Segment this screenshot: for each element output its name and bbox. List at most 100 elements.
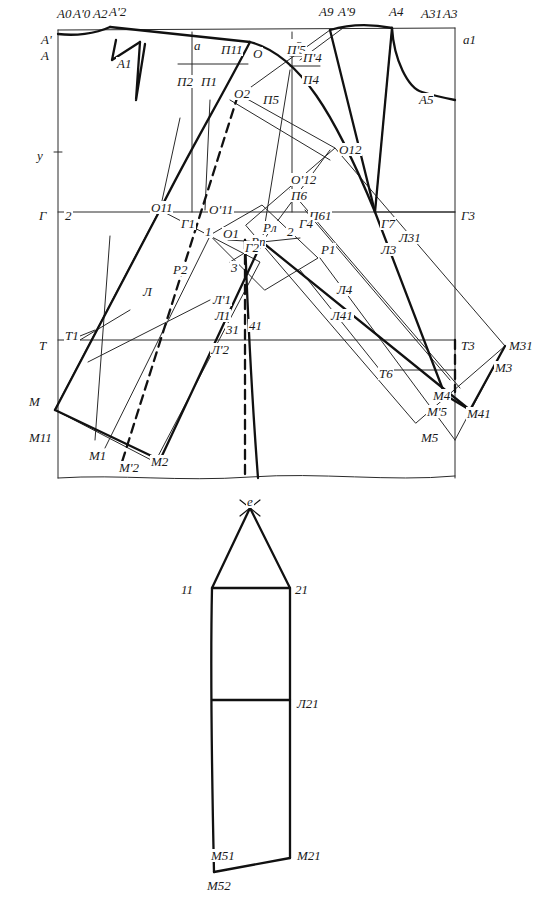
point-label: Л4 — [336, 283, 353, 296]
point-label: М4 — [432, 389, 451, 402]
point-label-wrap: М'2 — [118, 458, 140, 476]
point-label-wrap: Л4 — [336, 280, 353, 298]
point-label: 2 — [286, 225, 295, 238]
point-label: П6 — [290, 189, 308, 202]
point-label: 31 — [225, 323, 240, 336]
point-label: Л41 — [330, 309, 354, 322]
point-label: М31 — [508, 339, 534, 352]
point-label: Т — [38, 339, 47, 352]
point-label: О11 — [150, 201, 173, 214]
point-label: А' — [40, 33, 53, 46]
point-label: П1 — [200, 75, 218, 88]
point-label: М'2 — [118, 461, 140, 474]
point-label-wrap: О11 — [150, 198, 173, 216]
point-label-wrap: Рл — [262, 218, 278, 236]
point-label: П5 — [262, 93, 280, 106]
point-label: О'11 — [208, 203, 234, 216]
point-label-wrap: М'5 — [426, 402, 448, 420]
point-label: Л21 — [296, 697, 320, 710]
point-label-wrap: а1 — [462, 30, 477, 48]
point-label: А9 — [318, 5, 334, 18]
point-label-wrap: М11 — [28, 428, 53, 446]
point-label-wrap: П1 — [200, 72, 218, 90]
point-label: Л3 — [380, 243, 397, 256]
point-label: А3 — [442, 7, 458, 20]
point-label-wrap: О'12 — [290, 170, 317, 188]
point-label-wrap: А0 — [56, 4, 72, 22]
point-label: М1 — [88, 449, 107, 462]
point-label-wrap: 11 — [180, 580, 194, 598]
point-label: Л1 — [214, 309, 231, 322]
point-label-wrap: 21 — [294, 580, 309, 598]
point-label-wrap: М21 — [296, 846, 322, 864]
point-label: Л — [142, 285, 153, 298]
point-label: Т3 — [460, 339, 476, 352]
point-label-wrap: М3 — [494, 358, 513, 376]
point-label: Л31 — [398, 231, 422, 244]
point-label: Г3 — [460, 209, 476, 222]
point-label-wrap: М41 — [466, 404, 492, 422]
point-label-wrap: Л'1 — [212, 290, 232, 308]
point-label-wrap: Г7 — [380, 214, 396, 232]
point-label: П4 — [302, 73, 320, 86]
point-label-wrap: А'0 — [72, 4, 91, 22]
point-label: М'5 — [426, 405, 448, 418]
point-label-wrap: Р1 — [320, 240, 336, 258]
point-label: М41 — [466, 407, 492, 420]
point-label: е — [246, 495, 254, 508]
point-label: А — [40, 49, 50, 62]
point-label-wrap: Л1 — [214, 306, 231, 324]
point-label-wrap: Г2 — [244, 238, 260, 256]
point-label-wrap: 2 — [64, 206, 73, 224]
point-label-wrap: М31 — [508, 336, 534, 354]
point-label-wrap: М1 — [88, 446, 107, 464]
point-label-wrap: 31 — [225, 320, 240, 338]
point-label-wrap: 3 — [230, 258, 239, 276]
point-label-wrap: А1 — [116, 54, 132, 72]
point-label-wrap: О12 — [338, 140, 362, 158]
point-label: Г2 — [244, 241, 260, 254]
point-label-wrap: Л21 — [296, 694, 320, 712]
point-label-wrap: А' — [40, 30, 53, 48]
point-label-wrap: Т1 — [64, 326, 80, 344]
point-label-wrap: П6 — [290, 186, 308, 204]
point-label: А'9 — [337, 5, 356, 18]
point-label: М5 — [420, 431, 439, 444]
point-label: М11 — [28, 431, 53, 444]
point-label-wrap: Л — [142, 282, 153, 300]
point-label-wrap: Г — [38, 206, 47, 224]
point-label: О2 — [233, 87, 251, 100]
point-label-wrap: А31 — [420, 4, 443, 22]
point-label: М51 — [210, 849, 236, 862]
point-label: О — [252, 47, 263, 60]
point-label-wrap: Т3 — [460, 336, 476, 354]
point-label-wrap: М2 — [150, 452, 169, 470]
point-label: 2 — [64, 209, 73, 222]
point-label-wrap: А4 — [388, 2, 404, 20]
point-label: у — [36, 149, 44, 162]
point-label: М2 — [150, 455, 169, 468]
point-label: М — [28, 395, 41, 408]
point-label: П11 — [220, 43, 243, 56]
point-label: А31 — [420, 7, 443, 20]
point-label-wrap: Л3 — [380, 240, 397, 258]
point-label-wrap: е — [246, 492, 254, 510]
point-label-wrap: 2 — [286, 222, 295, 240]
point-label: Р1 — [320, 243, 336, 256]
point-label-wrap: 41 — [248, 316, 263, 334]
point-label-wrap: П2 — [176, 72, 194, 90]
point-label: А5 — [418, 93, 434, 106]
point-label-wrap: Г1 — [180, 214, 196, 232]
point-label-wrap: у — [36, 146, 44, 164]
point-label-wrap: Т — [38, 336, 47, 354]
point-label: а1 — [462, 33, 477, 46]
point-label-wrap: М5 — [420, 428, 439, 446]
point-label: 21 — [294, 583, 309, 596]
point-label: П2 — [176, 75, 194, 88]
point-label-wrap: Р2 — [172, 260, 188, 278]
point-label: М3 — [494, 361, 513, 374]
point-label: Л'1 — [212, 293, 232, 306]
point-label-wrap: П4 — [302, 70, 320, 88]
point-label: О'12 — [290, 173, 317, 186]
